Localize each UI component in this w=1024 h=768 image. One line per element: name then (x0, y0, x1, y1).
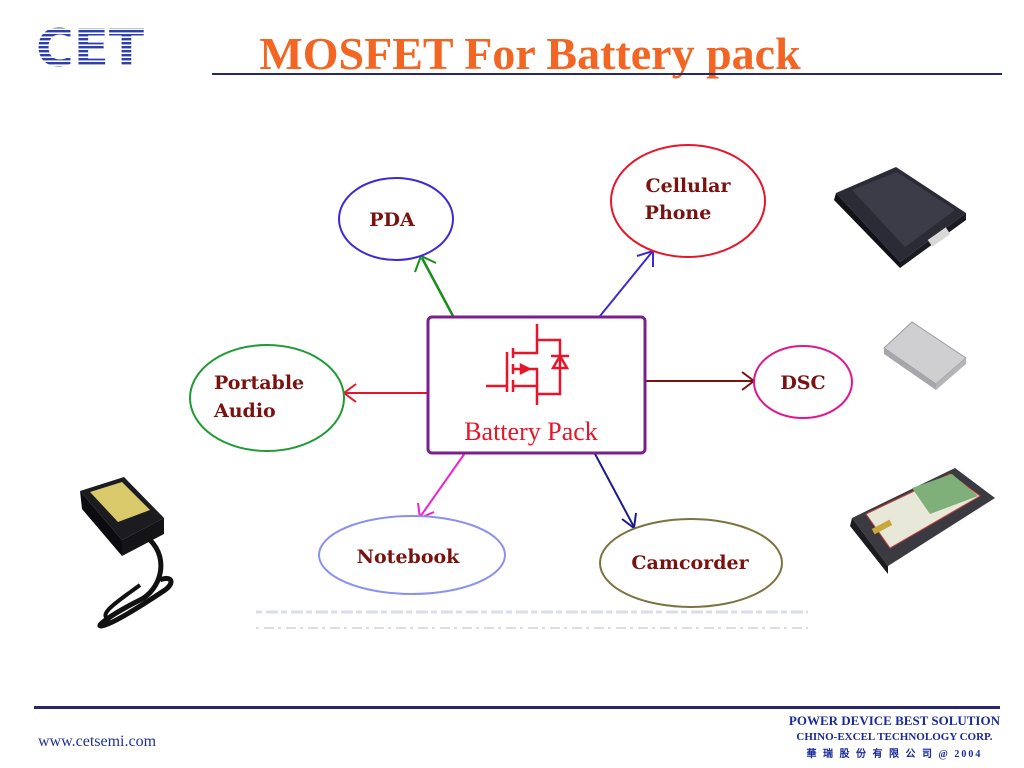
laptop-battery-image (834, 167, 966, 268)
center-label: Battery Pack (464, 417, 598, 446)
battery-pack-box: Battery Pack (426, 315, 647, 455)
page-title: MOSFET For Battery pack (259, 28, 801, 79)
title-divider (212, 73, 1002, 75)
node-dsc: DSC (753, 345, 853, 419)
arrow-to-camcorder (593, 451, 637, 530)
footer-company-chinese: 華 瑞 股 份 有 限 公 司 @ 2004 (806, 749, 983, 760)
cellular-label-line1: Cellular (646, 175, 732, 197)
node-notebook: Notebook (318, 515, 506, 595)
footer-divider (34, 706, 1000, 709)
dsc-label: DSC (780, 372, 825, 394)
camera-battery-image (883, 321, 967, 390)
footer-url-link[interactable]: www.cetsemi.com (38, 733, 157, 750)
company-logo: CET (36, 22, 145, 72)
node-portable-audio: Portable Audio (189, 344, 345, 452)
arrow-to-notebook (417, 452, 466, 520)
power-adapter-image (80, 477, 174, 629)
portable-label-line2: Audio (213, 400, 276, 422)
arrow-to-cellular (599, 249, 654, 317)
phone-battery-image (850, 468, 995, 574)
mosfet-symbol-icon (486, 324, 570, 405)
footer-tagline: POWER DEVICE BEST SOLUTION (788, 713, 1000, 728)
node-camcorder: Camcorder (599, 518, 783, 608)
faded-watermark-band (256, 610, 808, 629)
arrow-to-dsc (645, 371, 756, 391)
arrow-to-portable-audio (342, 383, 428, 403)
footer-company-info: POWER DEVICE BEST SOLUTION CHINO-EXCEL T… (789, 712, 1000, 763)
arrow-to-pda (414, 254, 455, 317)
logo-text: CET (36, 22, 145, 72)
pda-label: PDA (369, 209, 415, 231)
portable-label-line1: Portable (214, 372, 304, 394)
footer-company-name: CHINO-EXCEL TECHNOLOGY CORP. (796, 731, 993, 743)
cellular-label-line2: Phone (645, 202, 712, 224)
node-cellular-phone: Cellular Phone (610, 144, 766, 258)
notebook-label: Notebook (357, 546, 461, 568)
camcorder-label: Camcorder (631, 552, 749, 574)
node-pda: PDA (338, 177, 454, 261)
